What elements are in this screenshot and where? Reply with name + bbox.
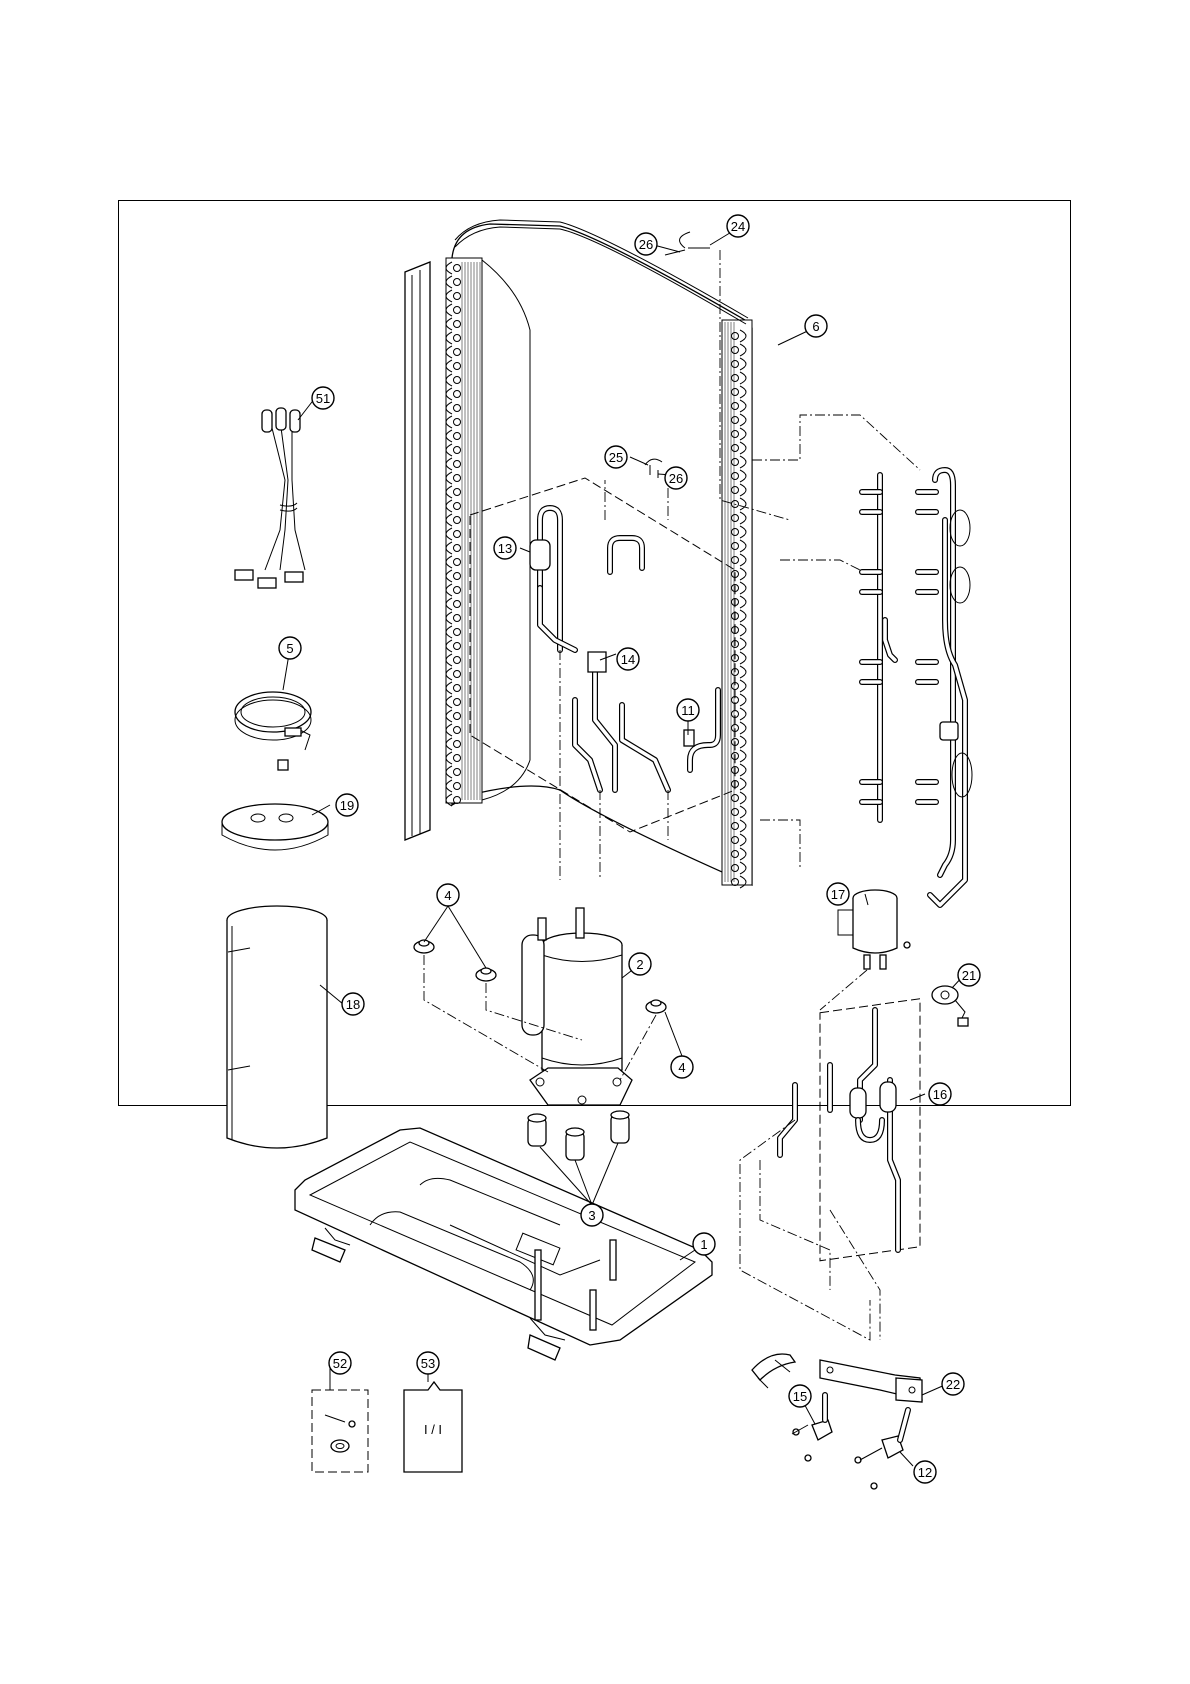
screw-pack: [312, 1390, 368, 1472]
callout-label: 5: [286, 641, 293, 656]
callout-label: 1: [700, 1237, 707, 1252]
callout-4a: 4: [437, 884, 459, 906]
callout-label: 26: [639, 237, 653, 252]
discharge-pipe-bundle: [752, 415, 972, 905]
callout-12: 12: [914, 1461, 936, 1483]
callout-21: 21: [958, 964, 980, 986]
callout-3: 3: [581, 1204, 603, 1226]
solenoid-coil: [932, 986, 968, 1026]
callout-label: 52: [333, 1356, 347, 1371]
callout-14: 14: [617, 648, 639, 670]
strainer: [530, 540, 550, 570]
callout-1: 1: [693, 1233, 715, 1255]
pipe-stubs: [862, 492, 936, 802]
crankcase-heater-belt: [235, 692, 311, 770]
callout-2: 2: [629, 953, 651, 975]
callout-label: 4: [444, 888, 451, 903]
sound-insulation-jacket: [227, 906, 327, 1148]
callout-17: 17: [827, 883, 849, 905]
callout-26a: 26: [635, 233, 657, 255]
accumulator: [820, 890, 910, 1010]
callout-6: 6: [805, 315, 827, 337]
callout-label: 17: [831, 887, 845, 902]
side-bracket-strip: [405, 262, 430, 840]
callout-label: 12: [918, 1465, 932, 1480]
callout-25: 25: [605, 446, 627, 468]
callout-label: 4: [678, 1060, 685, 1075]
callout-label: 25: [609, 450, 623, 465]
compressor: [522, 908, 632, 1105]
wire-harness: [235, 408, 305, 588]
callout-label: 53: [421, 1356, 435, 1371]
callout-label: 51: [316, 391, 330, 406]
callout-label: 6: [812, 319, 819, 334]
callout-label: 15: [793, 1389, 807, 1404]
callout-26b: 26: [665, 467, 687, 489]
callout-18: 18: [342, 993, 364, 1015]
installation-manual: I / I: [404, 1382, 462, 1472]
valve-mounting-plate: [752, 1354, 922, 1402]
manual-cover-text: I / I: [424, 1422, 442, 1437]
callout-label: 14: [621, 652, 635, 667]
callout-label: 11: [681, 703, 695, 718]
callout-label: 3: [588, 1208, 595, 1223]
callout-19: 19: [336, 794, 358, 816]
callout-label: 19: [340, 798, 354, 813]
callout-15: 15: [789, 1385, 811, 1407]
four-way-valve-assembly: [740, 999, 920, 1340]
callout-label: 22: [946, 1377, 960, 1392]
callout-5: 5: [279, 637, 301, 659]
insulation-cap: [222, 804, 328, 850]
callout-53: 53: [417, 1352, 439, 1374]
callout-label: 26: [669, 471, 683, 486]
callout-label: 13: [498, 541, 512, 556]
callout-label: 18: [346, 997, 360, 1012]
callout-16: 16: [929, 1083, 951, 1105]
callout-label: 16: [933, 1087, 947, 1102]
callout-51: 51: [312, 387, 334, 409]
callout-label: 21: [962, 968, 976, 983]
callout-label: 24: [731, 219, 745, 234]
callout-4b: 4: [671, 1056, 693, 1078]
base-pan: [295, 1128, 712, 1360]
callout-11: 11: [677, 699, 699, 721]
callout-24: 24: [727, 215, 749, 237]
callout-52: 52: [329, 1352, 351, 1374]
callout-label: 2: [636, 957, 643, 972]
callout-13: 13: [494, 537, 516, 559]
service-valve-large: [855, 1410, 908, 1489]
callout-22: 22: [942, 1373, 964, 1395]
